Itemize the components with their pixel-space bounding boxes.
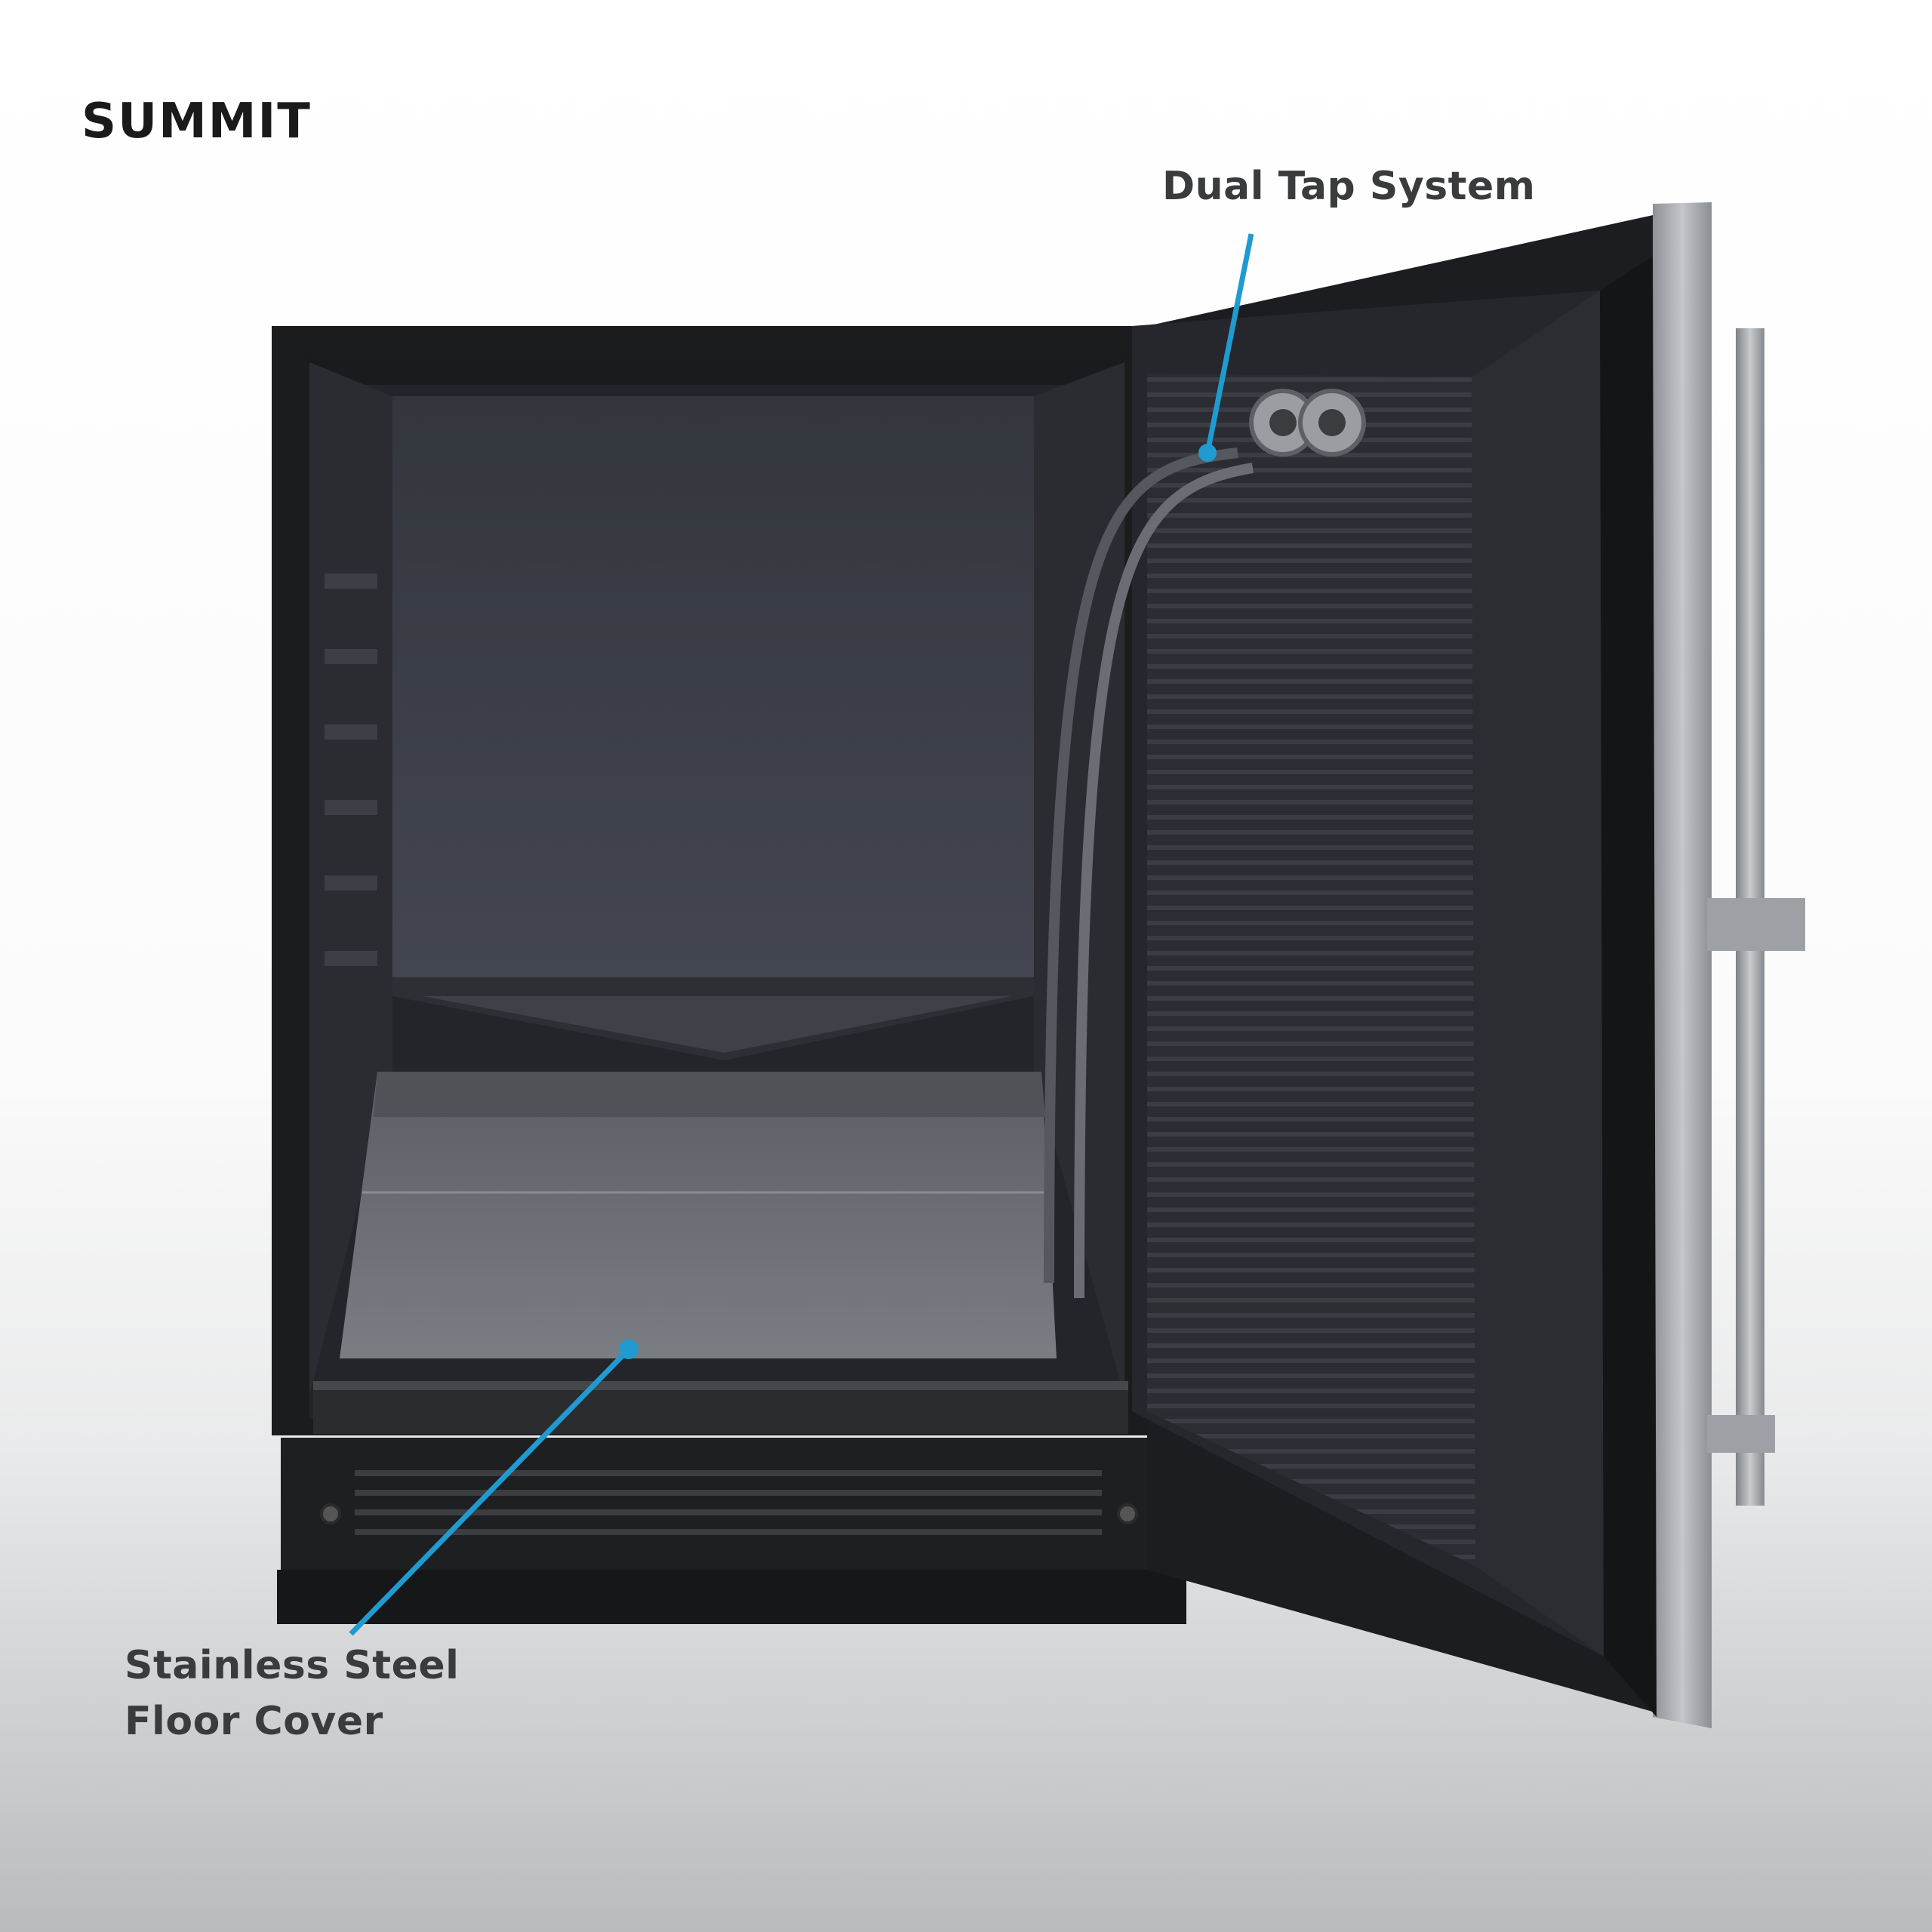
vent-grille — [320, 1470, 1138, 1535]
callout-dual-tap-system: Dual Tap System — [1162, 164, 1536, 209]
callout-lines — [349, 233, 1254, 1636]
callout-floor-cover-line2: Floor Cover — [125, 1699, 383, 1744]
open-door — [1132, 202, 1712, 1728]
callout-floor-cover-line1: Stainless Steel — [125, 1643, 460, 1688]
svg-text:SUMMIT: SUMMIT — [82, 94, 312, 149]
callout-floor-cover: Stainless Steel Floor Cover — [125, 1638, 577, 1749]
door-handle — [1707, 328, 1805, 1506]
summit-logo: SUMMIT — [82, 94, 312, 149]
dual-taps — [1044, 389, 1366, 1299]
cabinet-interior — [309, 355, 1128, 1434]
